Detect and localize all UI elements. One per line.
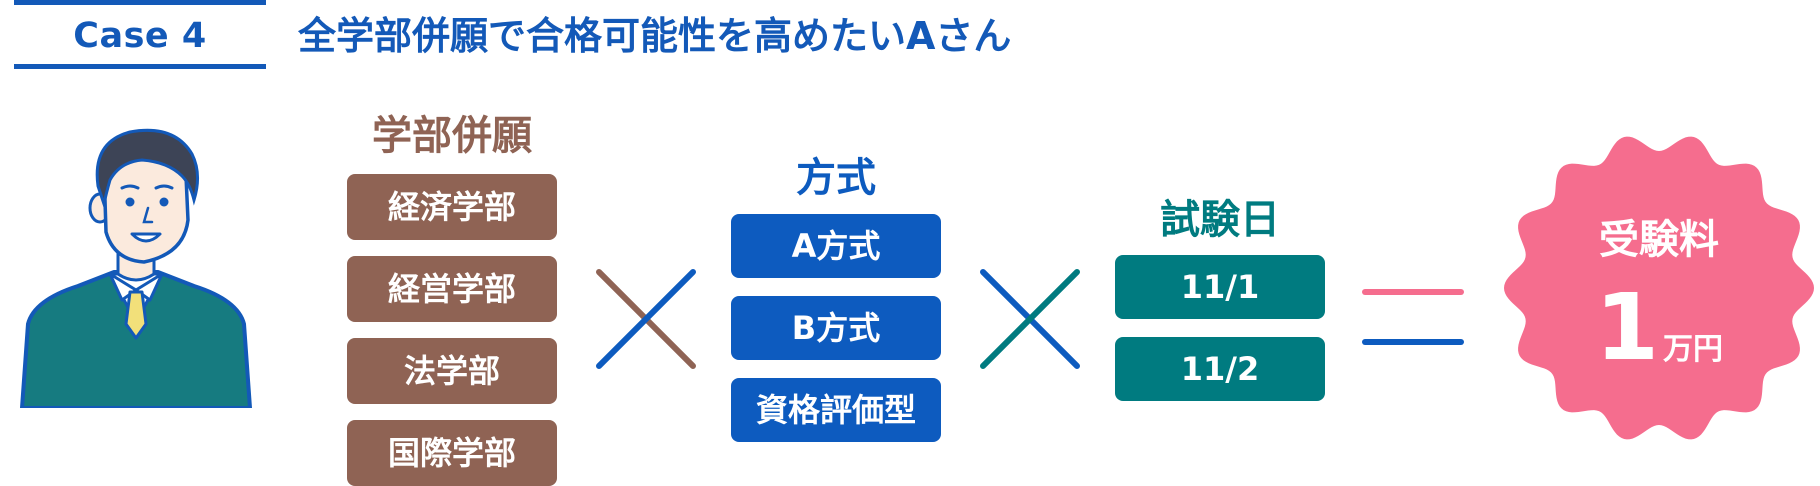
departments-title: 学部併願 <box>372 113 532 159</box>
department-tag: 経済学部 <box>347 174 557 240</box>
person-illustration <box>20 128 252 408</box>
scalloped-badge <box>1504 136 1814 440</box>
case-label-block: Case 4 <box>14 0 266 70</box>
exam-dates-title: 試験日 <box>1160 197 1280 243</box>
equals-icon <box>1362 289 1464 345</box>
exam-date-tag: 11/1 <box>1115 255 1325 319</box>
department-tag: 経営学部 <box>347 256 557 322</box>
department-tag: 国際学部 <box>347 420 557 486</box>
method-tag: 資格評価型 <box>731 378 941 442</box>
case-label: Case 4 <box>73 16 207 56</box>
fee-amount: 1 <box>1594 274 1659 381</box>
method-tag: A方式 <box>731 214 941 278</box>
method-tag: B方式 <box>731 296 941 360</box>
department-tag: 法学部 <box>347 338 557 404</box>
exam-date-tag: 11/2 <box>1115 337 1325 401</box>
multiply-icon <box>980 269 1080 369</box>
case-top-rule <box>14 0 266 5</box>
case-bottom-rule <box>14 64 266 69</box>
page-title: 全学部併願で合格可能性を高めたいAさん <box>298 14 1012 58</box>
fee-unit: 万円 <box>1663 332 1723 367</box>
fee-label: 受験料 <box>1599 217 1719 263</box>
multiply-icon <box>596 269 696 369</box>
methods-title: 方式 <box>796 155 876 201</box>
